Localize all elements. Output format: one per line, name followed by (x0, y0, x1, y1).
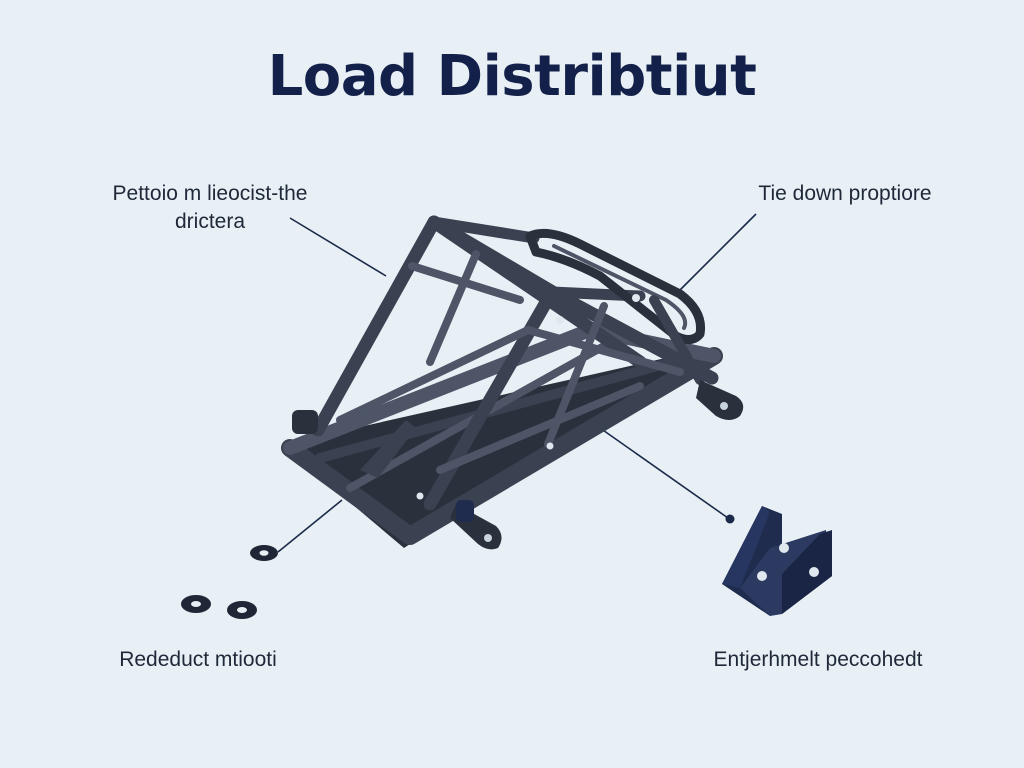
angle-bracket-left-face (722, 506, 770, 588)
tie-down-loop (525, 228, 706, 385)
bracket-hole-3 (809, 567, 819, 577)
callout-top-left-line1: Pettoio m lieocist-the (112, 182, 308, 205)
callout-bottom-left-line1: Rededuct mtiooti (119, 648, 277, 671)
mounting-tab-right (696, 380, 744, 420)
washer-3-hole (237, 607, 247, 613)
tie-down-loop-inner (552, 244, 688, 330)
leader-line-bottom-left (277, 499, 343, 553)
tie-down-loop-outer (525, 228, 706, 344)
bolt-hole-2 (632, 294, 640, 302)
leader-dot-bottom-right (725, 514, 735, 524)
callout-bottom-right: Entjerhmelt peccohedt (688, 646, 948, 674)
callout-bottom-left: Rededuct mtiooti (98, 646, 298, 674)
frame-bolt-holes (416, 294, 640, 500)
center-ramp-plate (360, 420, 416, 478)
ridge-bar (443, 223, 565, 299)
brace-lower-right (524, 326, 684, 376)
callout-top-right-line1: Tie down proptiore (758, 182, 932, 205)
mounting-tabs (292, 380, 744, 550)
angle-bracket (722, 506, 832, 616)
base-rail-front (281, 347, 723, 545)
mounting-tab-right-hole (720, 402, 728, 410)
brace-mid-left (426, 250, 480, 366)
brace-cross-front (436, 382, 644, 474)
bolt-hole-3 (546, 442, 554, 450)
pivot-block-front (456, 500, 474, 522)
mounting-tab-front-hole (484, 534, 492, 542)
leader-lines (277, 213, 757, 553)
upright-left-rear (311, 215, 441, 437)
diagram-title: Load Distribtiut (267, 44, 757, 109)
callout-top-left-line2: drictera (174, 210, 246, 233)
angle-bracket-right-face (782, 530, 832, 614)
leader-line-bottom-right (599, 427, 729, 519)
callout-bottom-right-line1: Entjerhmelt peccohedt (713, 648, 923, 671)
washers (181, 545, 278, 619)
bracket-hole-2 (757, 571, 767, 581)
base-crossbar (315, 355, 685, 463)
leader-line-top-left (289, 217, 387, 277)
bolt-hole-1 (556, 316, 564, 324)
diagonal-braces (336, 250, 684, 474)
callout-top-right: Tie down proptiore (720, 180, 970, 208)
brace-lower-left (336, 326, 532, 424)
washer-1-hole (259, 550, 269, 556)
tie-down-strut (649, 295, 705, 385)
upright-right-rear (427, 215, 647, 369)
bracket-hole-1 (779, 543, 789, 553)
bolt-hole-4 (416, 492, 424, 500)
callout-top-left: Pettoio m lieocist-the drictera (80, 180, 340, 236)
leader-line-top-right (679, 213, 757, 291)
washer-2-hole (191, 601, 201, 607)
pivot-block-left (292, 410, 318, 434)
